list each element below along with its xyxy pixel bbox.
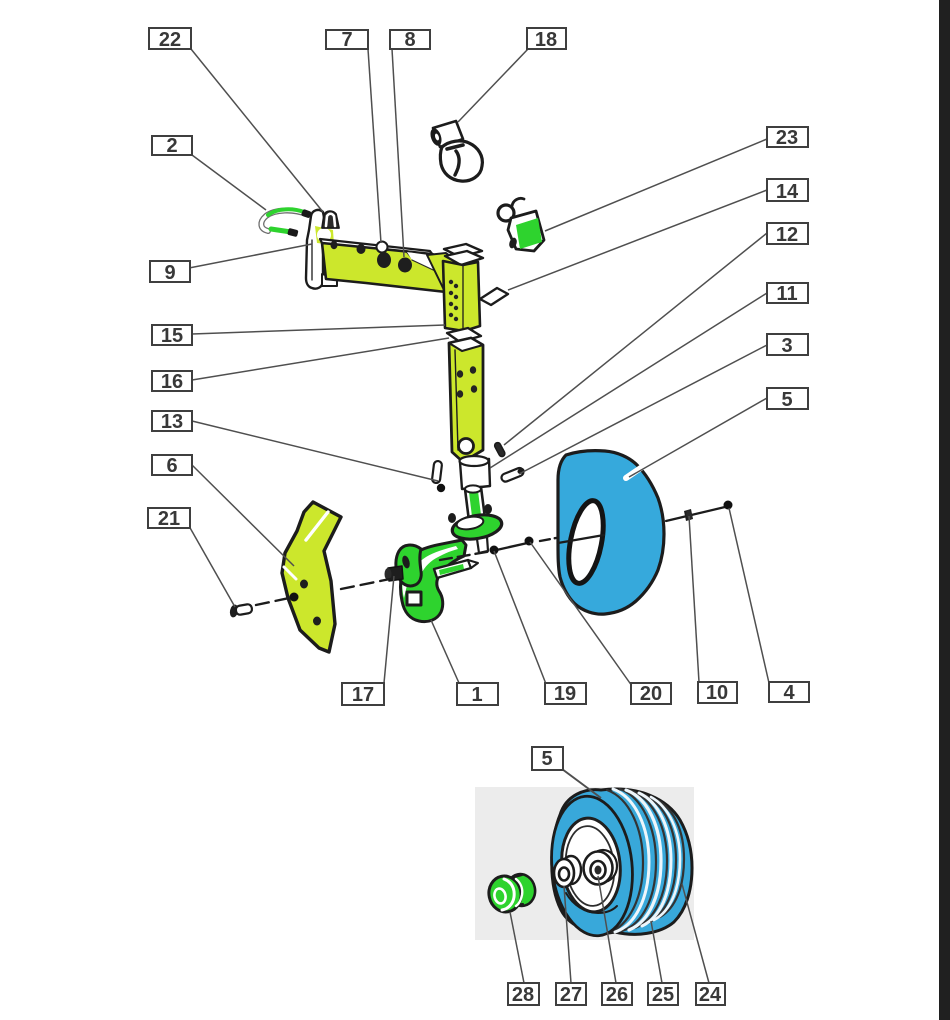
svg-text:6: 6 — [166, 455, 177, 477]
svg-text:5: 5 — [541, 748, 552, 770]
svg-text:3: 3 — [781, 335, 792, 357]
svg-text:27: 27 — [560, 984, 582, 1006]
svg-text:19: 19 — [554, 683, 576, 705]
svg-text:16: 16 — [161, 371, 183, 393]
svg-text:8: 8 — [404, 29, 415, 51]
svg-text:24: 24 — [699, 984, 722, 1006]
svg-text:1: 1 — [471, 684, 482, 706]
svg-text:18: 18 — [535, 29, 557, 51]
svg-text:15: 15 — [161, 325, 183, 347]
svg-text:12: 12 — [776, 224, 798, 246]
svg-text:5: 5 — [781, 389, 792, 411]
svg-text:21: 21 — [158, 508, 180, 530]
svg-text:17: 17 — [352, 684, 374, 706]
svg-text:9: 9 — [164, 262, 175, 284]
svg-text:25: 25 — [652, 984, 674, 1006]
svg-text:4: 4 — [783, 682, 795, 704]
svg-text:7: 7 — [341, 29, 352, 51]
svg-text:26: 26 — [606, 984, 628, 1006]
svg-text:23: 23 — [776, 127, 798, 149]
svg-text:11: 11 — [776, 283, 797, 305]
svg-text:10: 10 — [706, 682, 728, 704]
svg-text:13: 13 — [161, 411, 183, 433]
svg-text:14: 14 — [776, 181, 799, 203]
svg-text:20: 20 — [640, 683, 662, 705]
svg-text:22: 22 — [159, 29, 181, 51]
svg-text:28: 28 — [512, 984, 534, 1006]
svg-text:2: 2 — [166, 135, 177, 157]
